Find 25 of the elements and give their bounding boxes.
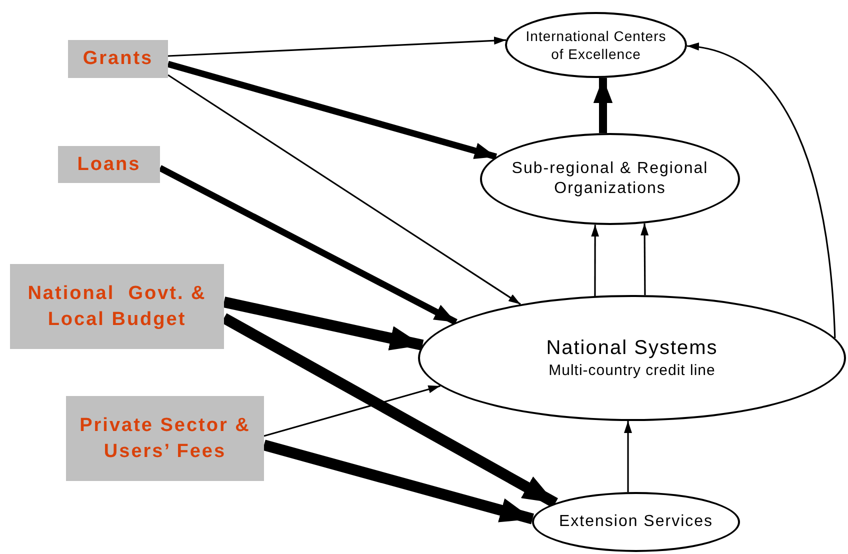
arrow <box>593 78 613 134</box>
source-box <box>68 40 168 78</box>
node-title: National Systems <box>546 336 718 361</box>
arrow <box>222 296 424 351</box>
node-subtitle: Multi-country credit line <box>548 361 716 381</box>
arrow <box>262 440 534 524</box>
arrow <box>264 385 440 437</box>
node-title: Extension Services <box>558 512 714 532</box>
arrow <box>624 421 632 492</box>
arrow <box>167 60 498 160</box>
arrow <box>591 224 600 296</box>
arrow <box>168 36 506 57</box>
source-box <box>58 146 160 183</box>
source-box <box>66 396 264 481</box>
source-label: National Govt. & Local Budget <box>26 282 208 332</box>
source-label: Private Sector & Users’ Fees <box>78 414 252 464</box>
arrow <box>640 223 649 296</box>
source-label: Loans <box>77 152 141 176</box>
node-title: Sub-regional & Regional Organizations <box>510 159 710 199</box>
arrow <box>158 165 458 326</box>
source-label: Grants <box>82 47 154 71</box>
arrow <box>686 44 836 338</box>
source-box <box>10 264 224 349</box>
arrow <box>168 74 521 305</box>
node-title: International Centers of Excellence <box>524 27 668 63</box>
